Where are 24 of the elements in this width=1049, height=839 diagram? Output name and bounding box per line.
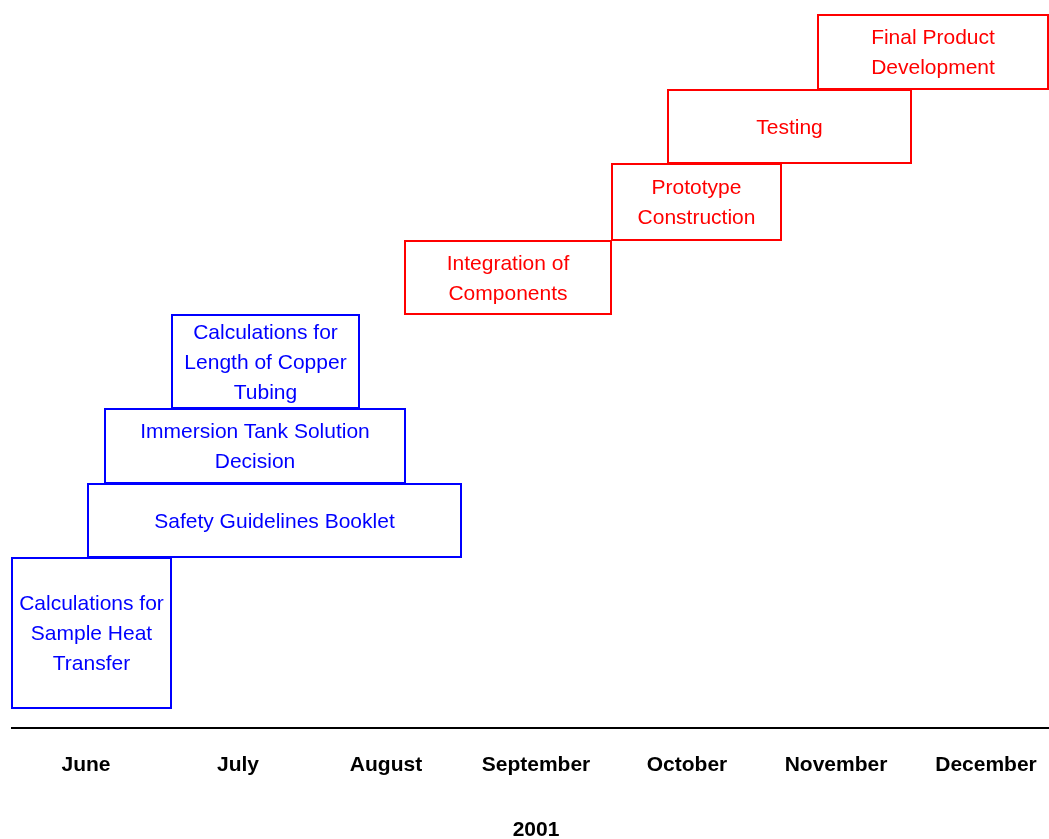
month-label: August xyxy=(349,752,423,776)
month-label: December xyxy=(935,752,1037,776)
task-label: Safety Guidelines Booklet xyxy=(154,507,395,534)
task-label: Final Product Development xyxy=(870,24,996,80)
month-label: October xyxy=(646,752,728,776)
task-label: Calculations for Sample Heat Transfer xyxy=(18,590,165,676)
year-label: 2001 xyxy=(512,817,560,839)
task-box xyxy=(817,14,1049,90)
task-box xyxy=(404,240,612,315)
task-box xyxy=(87,483,462,558)
task-label: Prototype Construction xyxy=(636,174,757,230)
task-box xyxy=(171,314,360,409)
task-box xyxy=(667,89,912,164)
task-box xyxy=(611,163,782,241)
task-label: Immersion Tank Solution Decision xyxy=(139,418,371,474)
month-label: November xyxy=(784,752,888,776)
task-label: Integration of Components xyxy=(445,249,571,306)
month-label: June xyxy=(61,752,111,776)
task-box xyxy=(104,408,406,484)
month-label: July xyxy=(217,752,259,776)
month-label: September xyxy=(481,752,591,776)
task-label: Testing xyxy=(756,113,823,140)
task-label: Calculations for Length of Copper Tubing xyxy=(183,318,348,405)
task-box xyxy=(11,557,172,709)
